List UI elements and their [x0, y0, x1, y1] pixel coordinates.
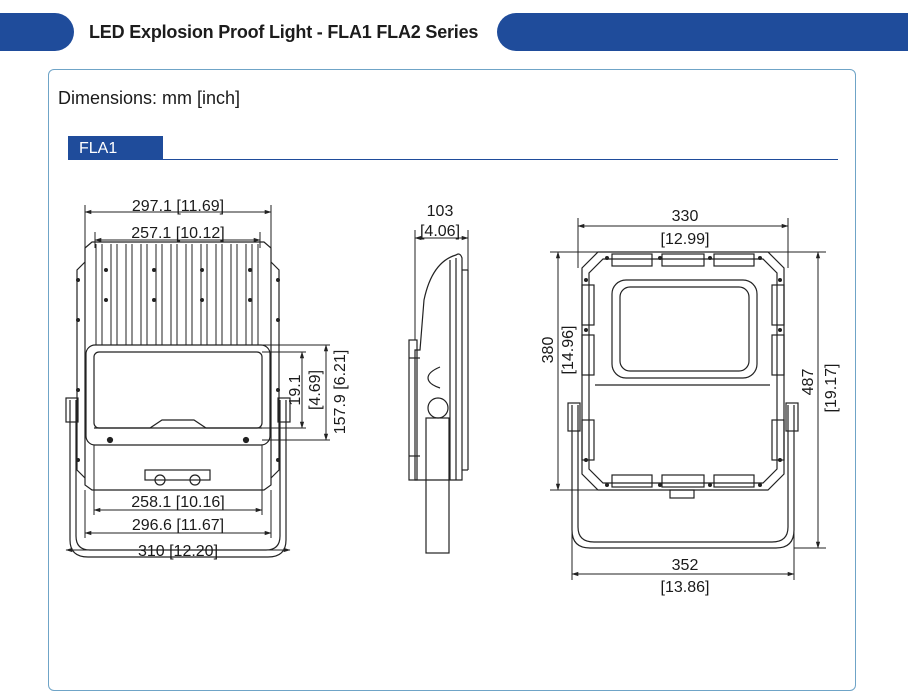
dim-bracket-width: 310 [12.20]	[138, 543, 218, 560]
dimensions-units-label: Dimensions: mm [inch]	[58, 88, 241, 108]
dim-total-height-in: [19.17]	[823, 364, 840, 413]
dim-total-height-mm: 487	[800, 369, 817, 396]
section-tab-fla1: FLA1	[68, 136, 163, 159]
dim-depth-in: [4.06]	[420, 223, 460, 240]
dim-inner-top: 257.1 [10.12]	[131, 225, 224, 242]
header-bar-right	[497, 13, 908, 51]
dim-width-mm: 330	[672, 208, 699, 225]
dim-bracket-mm: 352	[672, 557, 699, 574]
dim-mount-height: 157.9 [6.21]	[332, 350, 349, 435]
dim-width-in: [12.99]	[661, 231, 710, 248]
back-view	[567, 251, 799, 549]
dim-depth-mm: 103	[427, 203, 454, 220]
dim-bracket-in: [13.86]	[661, 579, 710, 596]
side-view	[408, 253, 469, 554]
dim-overall-top: 297.1 [11.69]	[132, 198, 224, 215]
dim-lens-height: 19.1	[287, 374, 304, 405]
dim-lens-height-inch: [4.69]	[307, 370, 324, 410]
dimensions-panel	[48, 69, 856, 691]
page-title: LED Explosion Proof Light - FLA1 FLA2 Se…	[89, 22, 479, 42]
dim-lens-width: 258.1 [10.16]	[131, 494, 224, 511]
header-bar-left	[0, 13, 74, 51]
front-view	[65, 241, 291, 558]
dim-height-in: [14.96]	[560, 326, 577, 375]
dim-height-mm: 380	[540, 337, 557, 364]
section-divider	[68, 159, 838, 160]
dim-body-width: 296.6 [11.67]	[132, 517, 224, 534]
technical-drawing: 297.1 [11.69] 257.1 [10.12] 19.1 [4.69] …	[65, 198, 840, 596]
